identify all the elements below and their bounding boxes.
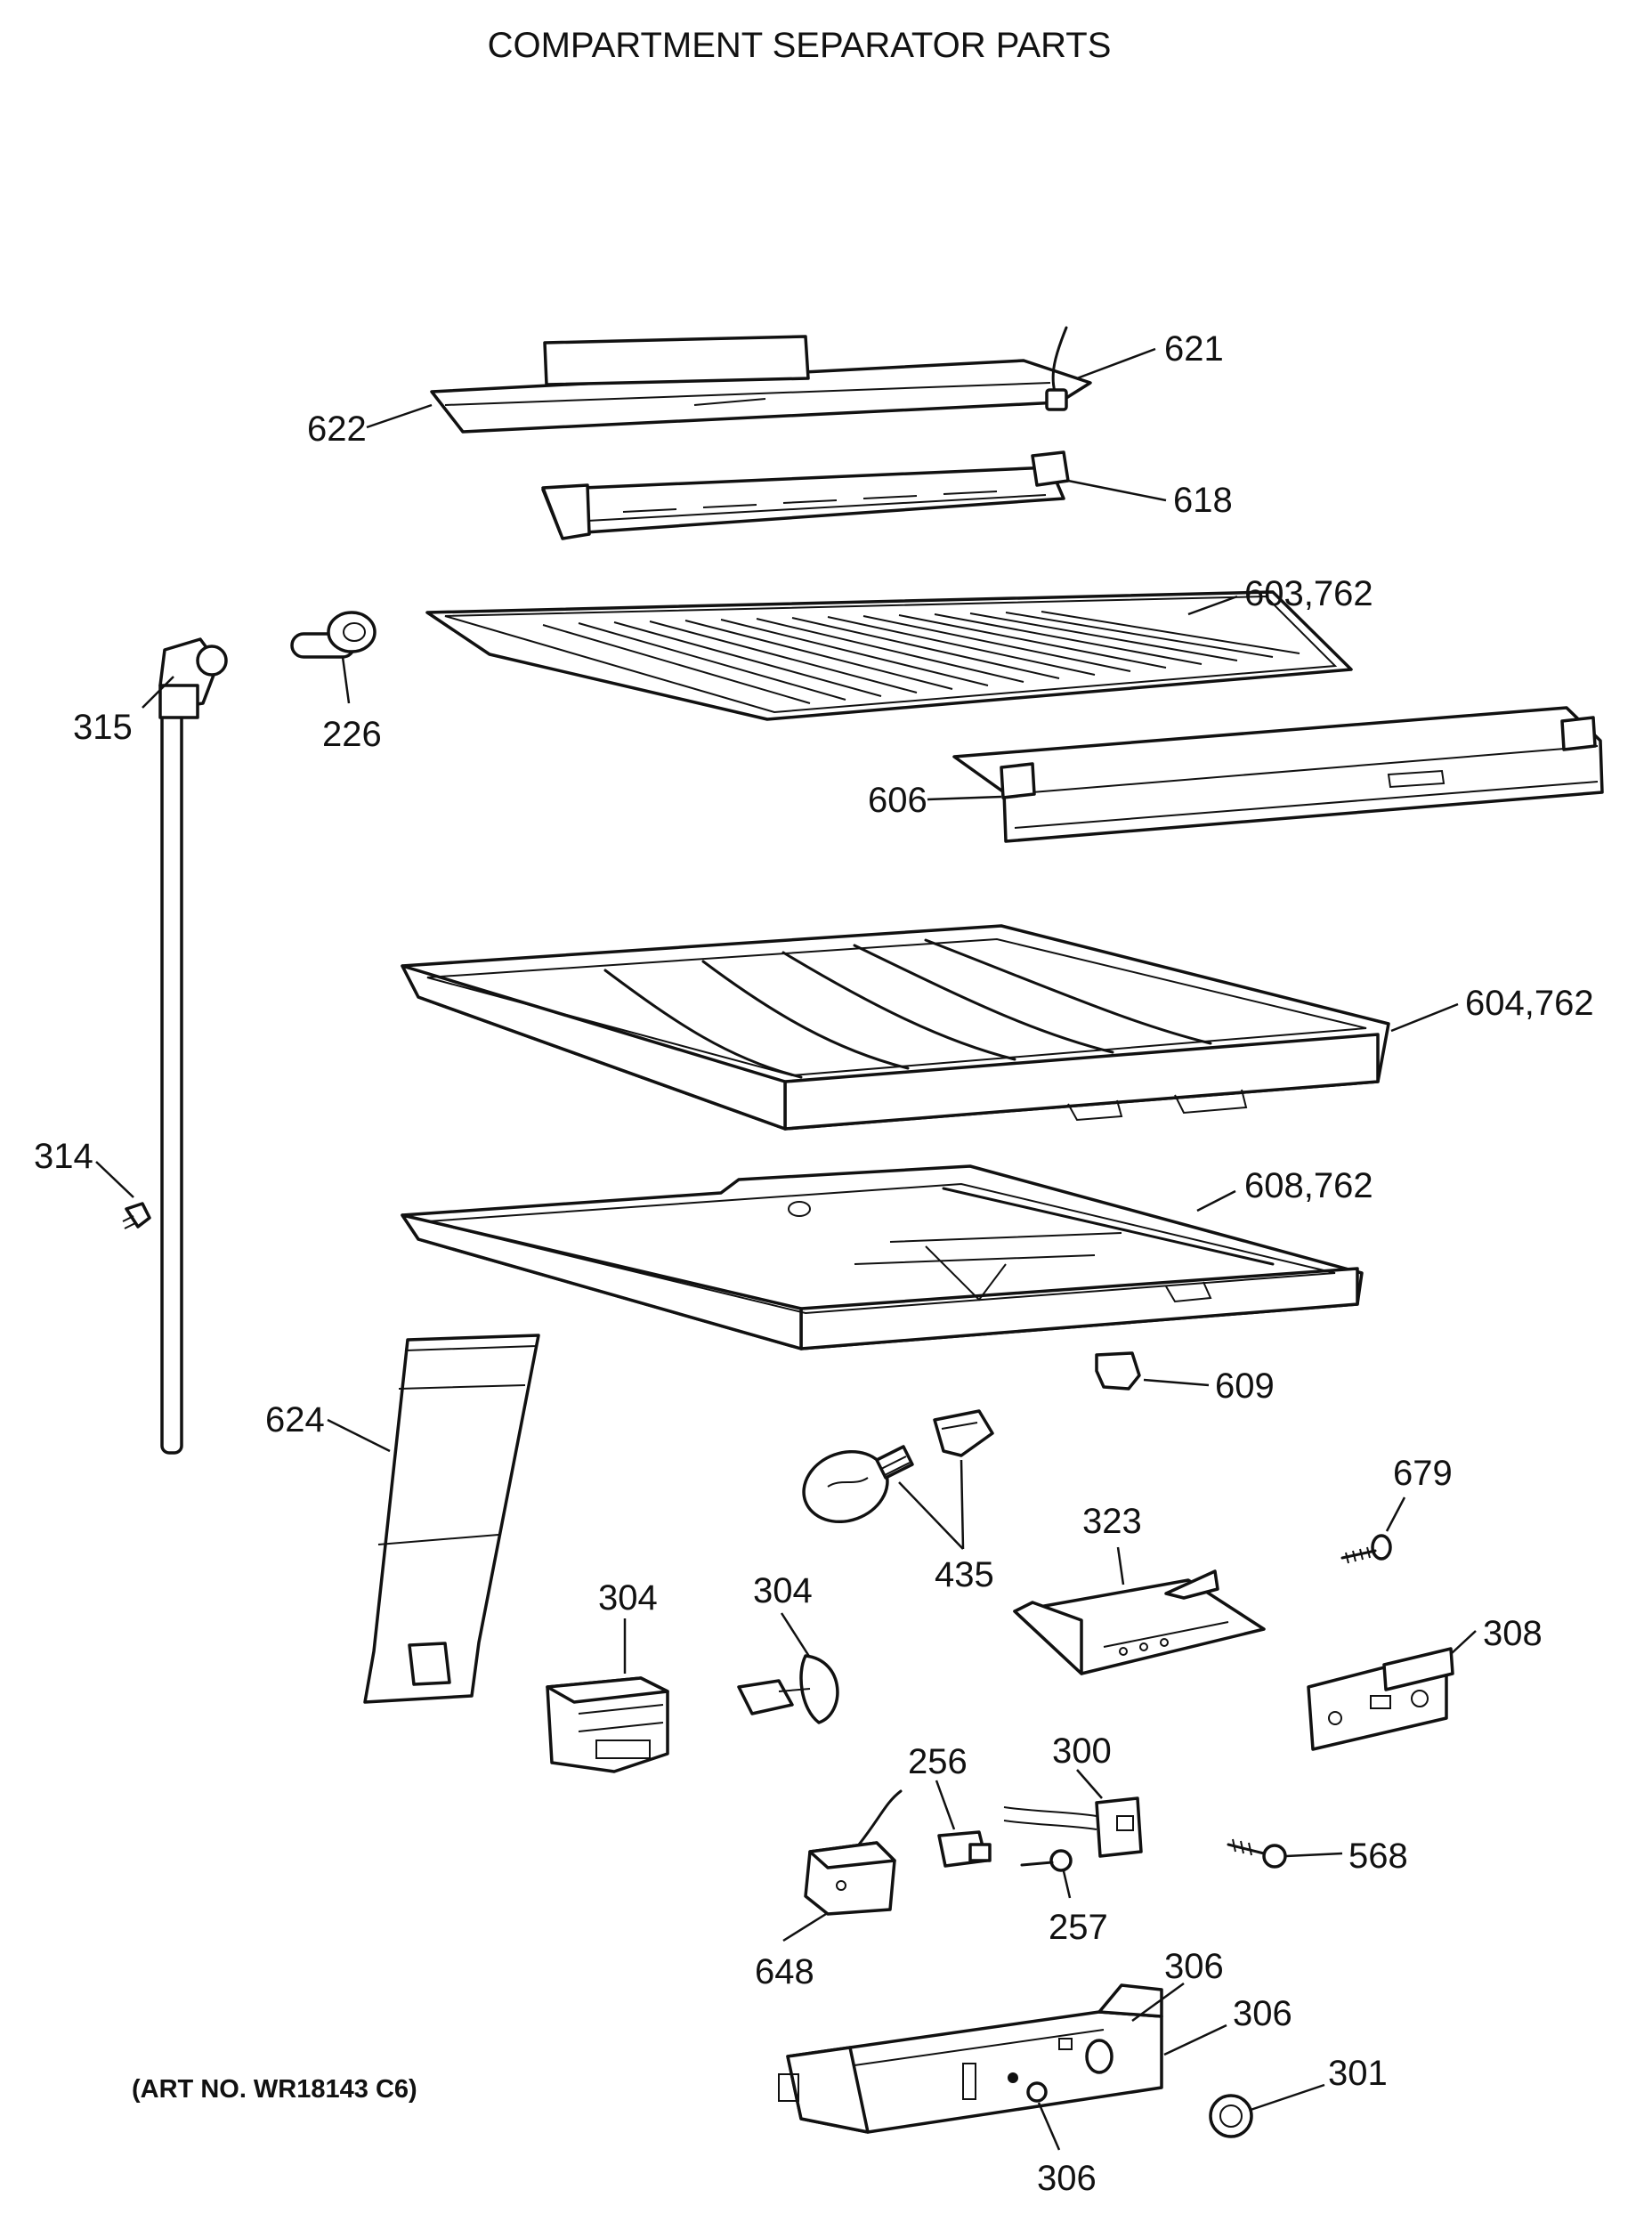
part-609-clip bbox=[1095, 1351, 1141, 1391]
part-648-timer bbox=[804, 1789, 903, 1916]
callout-621: 621 bbox=[1164, 329, 1224, 369]
part-304-control bbox=[737, 1654, 839, 1724]
callout-301: 301 bbox=[1328, 2054, 1388, 2093]
part-604-separator bbox=[401, 924, 1390, 1131]
callout-679: 679 bbox=[1393, 1454, 1453, 1493]
part-679-screw bbox=[1340, 1534, 1392, 1564]
callout-568: 568 bbox=[1348, 1837, 1408, 1876]
callout-603-762: 603,762 bbox=[1244, 574, 1373, 613]
part-314-clip bbox=[122, 1202, 151, 1229]
callout-256: 256 bbox=[908, 1742, 968, 1781]
part-606-trim bbox=[952, 706, 1604, 843]
callout-648: 648 bbox=[755, 1952, 814, 1991]
callout-609: 609 bbox=[1215, 1366, 1275, 1406]
part-622-cover bbox=[430, 335, 1092, 434]
part-435-bulb bbox=[802, 1445, 914, 1524]
leader-lines bbox=[95, 347, 1477, 2151]
callout-306-top: 306 bbox=[1164, 1947, 1224, 1986]
callout-624: 624 bbox=[265, 1400, 325, 1439]
callout-323: 323 bbox=[1082, 1502, 1142, 1541]
callout-315: 315 bbox=[73, 708, 133, 747]
part-304-housing bbox=[546, 1676, 669, 1773]
callout-618: 618 bbox=[1173, 481, 1233, 520]
part-306-control-housing bbox=[778, 1983, 1163, 2134]
part-624-duct bbox=[363, 1334, 540, 1704]
page-title: COMPARTMENT SEPARATOR PARTS bbox=[488, 26, 1112, 65]
callout-604-762: 604,762 bbox=[1465, 984, 1594, 1023]
part-300-switch bbox=[1003, 1796, 1143, 1858]
callout-606: 606 bbox=[868, 781, 927, 820]
part-301-knob bbox=[1209, 2094, 1253, 2138]
part-256-switch bbox=[937, 1830, 992, 1868]
callout-226: 226 bbox=[322, 715, 382, 754]
callout-435: 435 bbox=[935, 1555, 994, 1594]
part-257-screw bbox=[1020, 1849, 1073, 1872]
part-568-screw bbox=[1227, 1838, 1287, 1869]
part-323-bracket bbox=[1013, 1569, 1266, 1675]
callout-300: 300 bbox=[1052, 1731, 1112, 1771]
part-435-socket bbox=[933, 1409, 994, 1457]
callout-304-left: 304 bbox=[598, 1578, 658, 1618]
callout-306-right: 306 bbox=[1233, 1994, 1292, 2033]
part-603-grille-tray bbox=[425, 590, 1353, 721]
callout-622: 622 bbox=[307, 410, 367, 449]
art-number: (ART NO. WR18143 C6) bbox=[132, 2075, 417, 2104]
callout-labels: 621 622 618 603,762 315 226 606 604,762 … bbox=[34, 329, 1594, 2198]
part-226-sleeve bbox=[290, 611, 377, 659]
part-608-separator bbox=[401, 1164, 1364, 1350]
callout-308: 308 bbox=[1483, 1614, 1543, 1653]
callout-314: 314 bbox=[34, 1137, 93, 1176]
part-618-bracket bbox=[541, 450, 1070, 540]
callout-306-bottom: 306 bbox=[1037, 2159, 1097, 2198]
callout-257: 257 bbox=[1049, 1908, 1108, 1947]
callout-304-right: 304 bbox=[753, 1571, 813, 1610]
part-308-plate bbox=[1307, 1647, 1454, 1751]
part-621-wire bbox=[1045, 326, 1068, 411]
callout-608-762: 608,762 bbox=[1244, 1166, 1373, 1205]
part-315-rod-assembly bbox=[158, 637, 228, 1455]
